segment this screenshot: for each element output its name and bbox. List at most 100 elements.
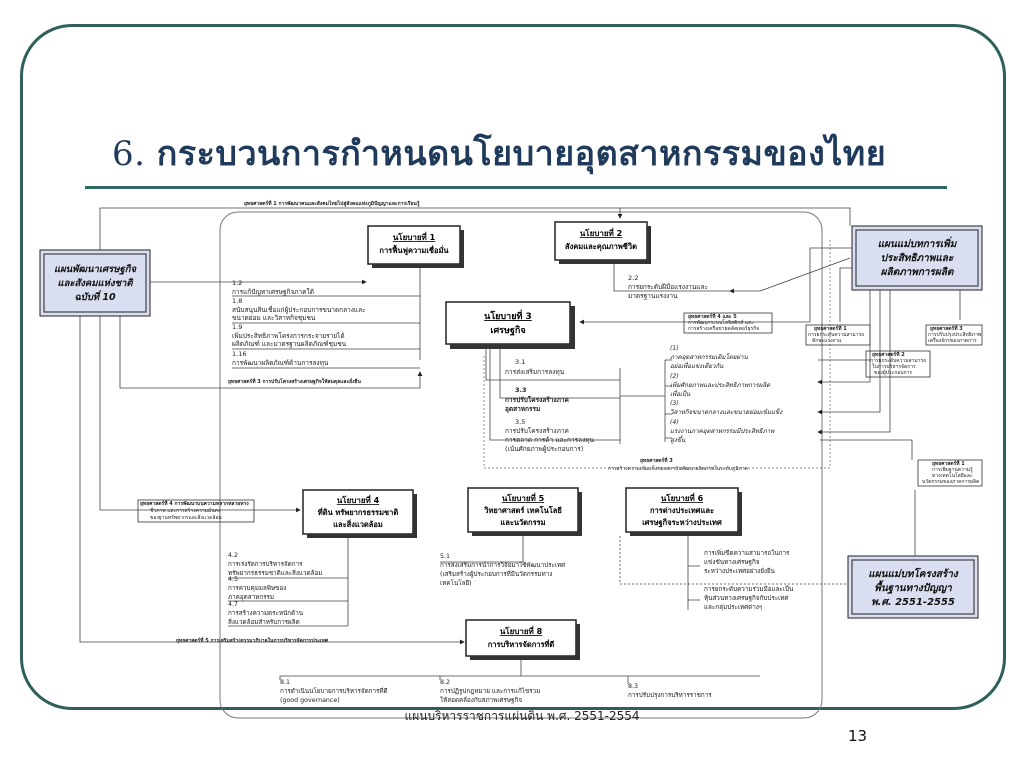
policy-4-items: 4.2 การเร่งรัดการบริหารจัดการ ทรัพยากรธร…: [228, 552, 323, 626]
right-bottom-plan-line-2: พื้นฐานทางปัญญา: [874, 580, 953, 595]
p3-item-num: 3.5: [515, 418, 525, 426]
p3-item-num: 3.1: [515, 358, 525, 366]
p4-item-num: 4.2: [228, 552, 238, 559]
p1-item-num: 1.8: [232, 297, 242, 305]
p1-item-text: การพัฒนาผลิตภัณฑ์ด้านการลงทุน: [232, 359, 329, 367]
page-number: 13: [848, 727, 868, 745]
policy-3-subitems: (1) ภาคอุตสาหกรรมเดิมโดยผ่าน อย่อเพื่อแข…: [670, 345, 783, 444]
p8-item-num: 8.3: [628, 683, 638, 690]
p4-item-num: 4.5: [228, 576, 238, 583]
p4-item-text: ทรัพยากรธรรมชาติและสิ่งแวดล้อม: [228, 568, 322, 577]
strategy-note-right2: การยกระดับความสามารถ: [870, 358, 926, 364]
p5-item-text: (เสริมสร้างผู้ประกอบการที่มีนวัตกรรมทาง: [440, 569, 552, 578]
p6-item-text: การยกระดับความร่วมมือและเป็น: [704, 584, 794, 593]
p2-item-text: มาตรฐานแรงงาน: [628, 292, 678, 300]
strategy-note-right1: การยกระดับความสามารถ: [808, 332, 864, 338]
policy-6-title-2: เศรษฐกิจระหว่างประเทศ: [642, 518, 722, 528]
p2-item-text: การยกระดับฝีมือแรงงานและ: [628, 283, 708, 291]
policy-8-label: นโยบายที่ 8: [500, 625, 543, 636]
note-boxes: [137, 312, 983, 523]
right-bottom-plan-line-3: พ.ศ. 2551-2555: [871, 597, 955, 608]
p3-item-text: การส่งเสริมการลงทุน: [505, 368, 565, 376]
policy-5-items: 5.1 การส่งเสริมการนำการวิจัยมาใช้พัฒนาปร…: [440, 553, 565, 587]
policy-5-label: นโยบายที่ 5: [502, 492, 545, 503]
policy-8-title: การบริหารจัดการที่ดี: [488, 638, 555, 649]
policy-6-label: นโยบายที่ 6: [661, 492, 704, 503]
p4-item-text: การเร่งรัดการบริหารจัดการ: [228, 560, 303, 568]
plan-box-right-bottom: แผนแม่บทโครงสร้าง พื้นฐานทางปัญญา พ.ศ. 2…: [847, 555, 979, 619]
strategy-note-right3: ยุทธศาสตร์ที่ 3: [930, 324, 963, 332]
policy-4-title-1: ที่ดิน ทรัพยากรธรรมชาติ: [318, 506, 399, 517]
p3-sub-text: ภาคอุตสาหกรรมเดิมโดยผ่าน: [670, 353, 749, 361]
policy-1-items: 1.2 การแก้ปัญหาเศรษฐกิจภาคใต้ 1.8 สนับสน…: [232, 279, 366, 367]
p5-item-text: เทคโนโลยี): [440, 579, 472, 587]
strategy-note-left4: ยุทธศาสตร์ที่ 4 การพัฒนาบนความหลากหลายทา…: [140, 499, 249, 507]
p2-item-num: 2.2: [628, 274, 638, 282]
right-top-plan-line-3: ผลิตภาพการผลิต: [881, 266, 955, 278]
strategy-note-top: ยุทธศาสตร์ที่ 1 การพัฒนาคนและสังคมไทยไปส…: [244, 199, 420, 208]
p8-item-num: 8.2: [440, 679, 450, 686]
strategy-note-right3: เครื่องจักรของภาคการ: [928, 337, 977, 344]
p1-item-text: ขนาดย่อม และวิสาหกิจชุมชน: [232, 314, 316, 322]
p8-item-text: การปฏิรูปกฎหมาย และการแก้ไขรวม: [440, 687, 540, 695]
p3-sub-text: สูงขึ้น: [670, 435, 686, 444]
p1-item-text: สนับสนุนสินเชื่อแก่ผู้ประกอบการขนาดกลางแ…: [232, 305, 366, 314]
policy-box-3: นโยบายที่ 3 เศรษฐกิจ: [445, 301, 575, 349]
left-plan-line-2: และสังคมแห่งชาติ: [57, 278, 133, 289]
policy-box-1: นโยบายที่ 1 การฟื้นฟูความเชื่อมั่น: [367, 225, 464, 268]
strategy-note-mid45: ยุทธศาสตร์ที่ 4 และ 5: [688, 312, 737, 320]
p1-item-num: 1.2: [232, 279, 242, 287]
slide-title-text: กระบวนการกำหนดนโยบายอุตสาหกรรมของไทย: [156, 134, 887, 174]
policy-1-title: การฟื้นฟูความเชื่อมั่น: [379, 244, 449, 256]
left-plan-line-1: แผนพัฒนาเศรษฐกิจ: [54, 264, 137, 276]
p1-item-text: ผลิตภัณฑ์ และมาตรฐานผลิตภัณฑ์ชุมชน: [232, 340, 347, 348]
strategy-note-right2: ยุทธศาสตร์ที่ 2: [872, 350, 905, 358]
policy-6-items: การเพิ่มขีดความสามารถในการ แข่งขันทางเศร…: [704, 548, 794, 611]
strategy-note-right-bottom1: ทางเทคโนโลยีและ: [932, 472, 973, 479]
policy-4-label: นโยบายที่ 4: [337, 494, 380, 505]
strategy-note-mid45: การสร้างเครือข่ายคลัสเตอร์ธุรกิจ: [688, 325, 759, 332]
p1-item-text: การแก้ปัญหาเศรษฐกิจภาคใต้: [232, 288, 314, 296]
p3-item-num: 3.3: [515, 386, 527, 394]
strategy-note-right2: ของผู้ประกอบการ: [874, 369, 912, 376]
p6-item-text: แข่งขันทางเศรษฐกิจ: [704, 558, 760, 566]
policy-3-items: 3.1 การส่งเสริมการลงทุน 3.3 การปรับโครงส…: [505, 358, 595, 453]
policy-3-title: เศรษฐกิจ: [490, 325, 525, 336]
slide-title-number: 6.: [112, 134, 146, 174]
p8-item-text: การดำเนินนโยบายการบริหารจัดการที่ดี: [280, 686, 388, 695]
p8-item-text: การปรับปรุงการบริหารราชการ: [628, 691, 712, 699]
p6-item-text: และกลุ่มประเทศต่างๆ: [704, 604, 762, 611]
p5-item-text: การส่งเสริมการนำการวิจัยมาใช้พัฒนาประเทศ: [440, 561, 565, 569]
p3-sub-num: (2): [670, 373, 679, 380]
p3-sub-num: (3): [670, 400, 679, 407]
p3-item-text: (เน้นศักยภาพผู้ประกอบการ): [505, 445, 583, 453]
plan-box-right-top: แผนแม่บทการเพิ่ม ประสิทธิภาพและ ผลิตภาพก…: [851, 225, 983, 291]
p4-item-text: การสร้างความตระหนักด้าน: [228, 609, 304, 617]
p3-item-text: การปรับโครงสร้างภาค: [505, 427, 569, 435]
strategy-note-center3: ยุทธศาสตร์ที่ 3: [640, 456, 673, 464]
policy-1-label: นโยบายที่ 1: [393, 231, 436, 242]
p3-sub-text: อย่อเพื่อแข่งเดียวกัน: [670, 361, 724, 370]
policy-box-5: นโยบายที่ 5 วิทยาศาสตร์ เทคโนโลยี และนวั…: [467, 487, 582, 536]
strategy-note-left5: ยุทธศาสตร์ที่ 5 การเสริมสร้างธรรมาภิบาลใ…: [176, 636, 329, 644]
strategy-note-right-bottom1: ยุทธศาสตร์ที่ 1: [932, 459, 965, 467]
strategy-note-left4: ชีวภาพ และการสร้างความมั่นคง: [150, 507, 221, 514]
right-top-plan-line-2: ประสิทธิภาพและ: [881, 252, 954, 264]
p3-item-text: การปรับโครงสร้างภาค: [505, 395, 569, 404]
policy-3-label: นโยบายที่ 3: [484, 309, 532, 322]
strategy-note-right-bottom1: การเพิ่มฐานความรู้: [932, 466, 973, 473]
plan-box-left: แผนพัฒนาเศรษฐกิจ และสังคมแห่งชาติ ฉบับที…: [39, 249, 151, 317]
right-bottom-plan-line-1: แผนแม่บทโครงสร้าง: [868, 567, 959, 580]
strategy-note-right1: ยุทธศาสตร์ที่ 1: [814, 324, 847, 332]
policy-5-title-2: และนวัตกรรม: [500, 518, 545, 527]
policy-2-title: สังคมและคุณภาพชีวิต: [565, 242, 637, 251]
p3-item-text: อุตสาหกรรม: [505, 405, 540, 413]
policy-8-items: 8.1 การดำเนินนโยบายการบริหารจัดการที่ดี …: [280, 679, 712, 704]
strategy-note-right3: การปรับปรุงประสิทธิภาพ: [928, 331, 981, 338]
p4-item-text: การควบคุมมลพิษของ: [228, 584, 286, 592]
policy-box-6: นโยบายที่ 6 การต่างประเทศและ เศรษฐกิจระห…: [625, 487, 742, 536]
p1-item-num: 1.16: [232, 350, 246, 358]
strategy-note-mid45: การพัฒนาระบบโลจิสติกส์ และ: [688, 319, 754, 326]
slide-title: 6. กระบวนการกำหนดนโยบายอุตสาหกรรมของไทย: [112, 126, 886, 180]
